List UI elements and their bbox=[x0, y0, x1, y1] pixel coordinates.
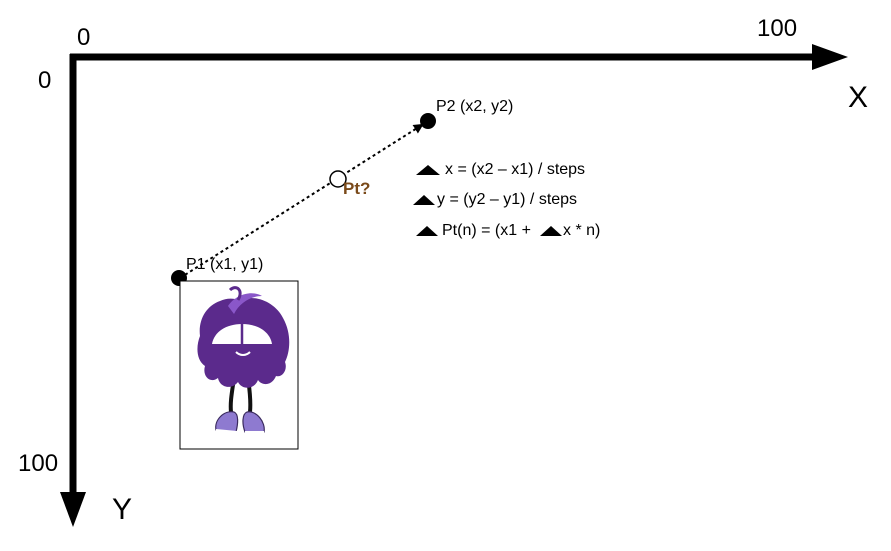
p1-label: P1 (x1, y1) bbox=[186, 256, 263, 273]
delta-icon bbox=[413, 195, 435, 205]
intermediate-point bbox=[329, 170, 347, 188]
delta-icon bbox=[416, 165, 440, 175]
x-axis bbox=[70, 44, 848, 70]
formula-pt-n: Pt(n) = (x1 + x * n) bbox=[416, 222, 600, 239]
formula-pt-n-text-after: x * n) bbox=[563, 222, 600, 239]
y-axis-arrowhead bbox=[60, 492, 86, 527]
x-end-label: 100 bbox=[757, 15, 797, 42]
formula-dy-text: y = (y2 – y1) / steps bbox=[437, 191, 577, 208]
formula-pt-n-text-before: Pt(n) = (x1 + bbox=[442, 222, 531, 239]
y-end-label: 100 bbox=[18, 450, 58, 477]
y-origin-label: 0 bbox=[38, 67, 51, 94]
x-origin-label: 0 bbox=[77, 24, 90, 51]
character-sprite[interactable] bbox=[179, 280, 299, 450]
formula-dx: x = (x2 – x1) / steps bbox=[416, 161, 585, 178]
formula-dx-text: x = (x2 – x1) / steps bbox=[445, 161, 585, 178]
x-axis-arrowhead bbox=[812, 44, 848, 70]
p2-label: P2 (x2, y2) bbox=[436, 98, 513, 115]
y-axis-name: Y bbox=[112, 493, 132, 526]
p2-point bbox=[420, 113, 436, 129]
x-axis-name: X bbox=[848, 81, 868, 114]
intermediate-label: Pt? bbox=[343, 179, 370, 198]
purple-monster-icon bbox=[197, 286, 290, 433]
y-axis bbox=[60, 54, 86, 527]
delta-icon bbox=[540, 226, 562, 236]
delta-icon bbox=[416, 226, 438, 236]
formula-dy: y = (y2 – y1) / steps bbox=[413, 191, 577, 208]
